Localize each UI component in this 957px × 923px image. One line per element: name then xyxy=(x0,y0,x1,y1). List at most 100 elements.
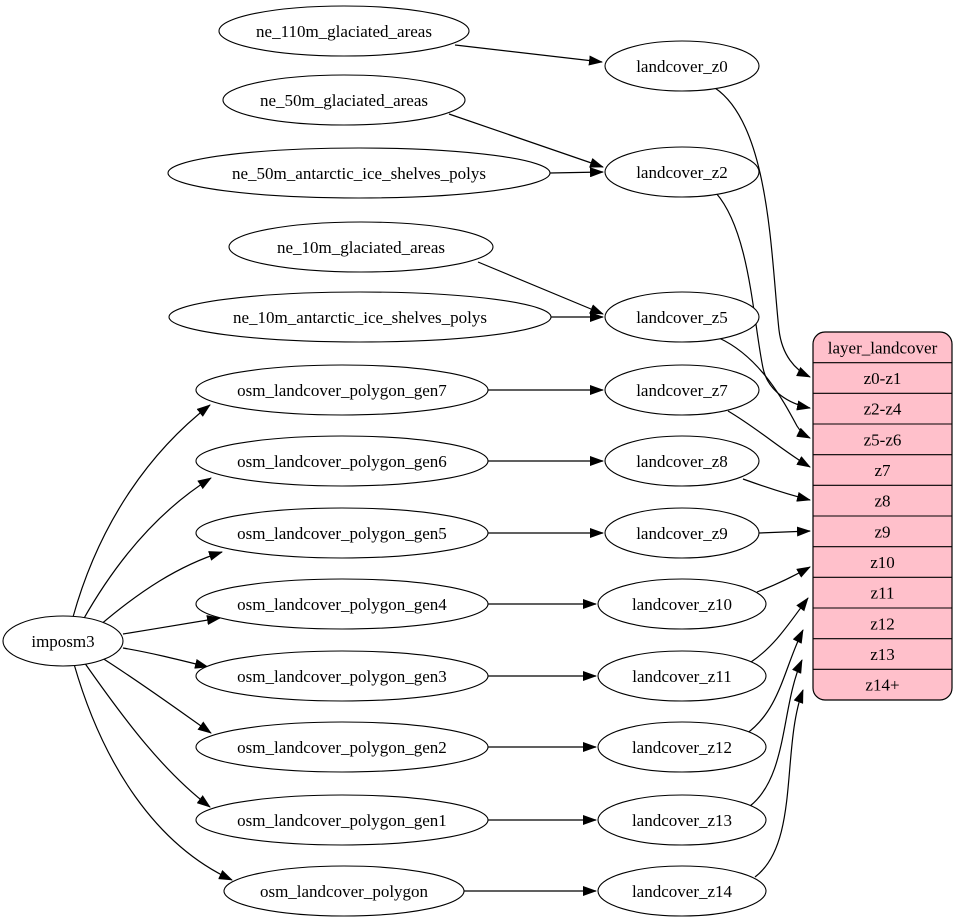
edge-landcover_z13-to-layer_landcover-z13 xyxy=(749,659,803,807)
table-row-label: z10 xyxy=(870,553,895,572)
node-label-osm_landcover_polygon_gen7: osm_landcover_polygon_gen7 xyxy=(237,381,447,400)
node-ellipse-osm_landcover_polygon_gen3 xyxy=(195,650,489,702)
node-ne_10m_antarctic_ice_shelves_polys: ne_10m_antarctic_ice_shelves_polys xyxy=(168,291,552,343)
node-osm_landcover_polygon: osm_landcover_polygon xyxy=(223,865,465,917)
node-osm_landcover_polygon_gen1: osm_landcover_polygon_gen1 xyxy=(195,794,489,846)
node-ellipse-landcover_z9 xyxy=(604,507,760,559)
node-ellipse-landcover_z10 xyxy=(597,578,767,630)
edge-landcover_z12-to-layer_landcover-z12 xyxy=(745,629,804,735)
node-ellipse-landcover_z12 xyxy=(597,721,767,773)
node-ne_50m_antarctic_ice_shelves_polys: ne_50m_antarctic_ice_shelves_polys xyxy=(167,147,551,199)
edge-landcover_z7-to-layer_landcover-z7 xyxy=(727,410,811,468)
node-landcover_z10: landcover_z10 xyxy=(597,578,767,630)
edge-ne_50m_antarctic_ice_shelves_polys-to-landcover_z2 xyxy=(549,167,604,178)
table-row-label: z7 xyxy=(874,461,891,480)
node-label-landcover_z11: landcover_z11 xyxy=(632,667,731,686)
node-ellipse-ne_50m_glaciated_areas xyxy=(222,74,466,126)
edge-imposm3-to-osm_landcover_polygon_gen5 xyxy=(98,551,223,627)
edge-imposm3-to-osm_landcover_polygon_gen2 xyxy=(98,655,212,734)
node-ellipse-landcover_z2 xyxy=(604,146,760,198)
node-osm_landcover_polygon_gen3: osm_landcover_polygon_gen3 xyxy=(195,650,489,702)
node-ellipse-landcover_z13 xyxy=(597,794,767,846)
table-row-label: z9 xyxy=(874,522,890,541)
edge-landcover_z5-to-layer_landcover-z5-z6 xyxy=(718,337,811,439)
node-label-landcover_z13: landcover_z13 xyxy=(632,811,732,830)
edge-ne_110m_glaciated_areas-to-landcover_z0 xyxy=(454,44,603,66)
table-row-label: z14+ xyxy=(865,676,899,695)
node-label-landcover_z10: landcover_z10 xyxy=(632,595,732,614)
node-label-landcover_z0: landcover_z0 xyxy=(636,57,728,76)
node-osm_landcover_polygon_gen2: osm_landcover_polygon_gen2 xyxy=(195,721,489,773)
node-ellipse-osm_landcover_polygon_gen4 xyxy=(195,578,489,630)
node-landcover_z2: landcover_z2 xyxy=(604,146,760,198)
table-row-label: z11 xyxy=(871,584,895,603)
table-row-label: z13 xyxy=(870,645,895,664)
node-ellipse-imposm3 xyxy=(2,615,124,667)
node-ellipse-osm_landcover_polygon_gen2 xyxy=(195,721,489,773)
node-ne_50m_glaciated_areas: ne_50m_glaciated_areas xyxy=(222,74,466,126)
node-ellipse-osm_landcover_polygon xyxy=(223,865,465,917)
node-label-ne_10m_glaciated_areas: ne_10m_glaciated_areas xyxy=(277,238,445,257)
node-label-osm_landcover_polygon: osm_landcover_polygon xyxy=(260,882,429,901)
node-landcover_z7: landcover_z7 xyxy=(604,364,760,416)
node-landcover_z0: landcover_z0 xyxy=(604,40,760,92)
edge-ne_50m_glaciated_areas-to-landcover_z2 xyxy=(448,113,604,168)
node-label-osm_landcover_polygon_gen1: osm_landcover_polygon_gen1 xyxy=(237,811,447,830)
node-label-ne_50m_antarctic_ice_shelves_polys: ne_50m_antarctic_ice_shelves_polys xyxy=(232,164,486,183)
node-landcover_z5: landcover_z5 xyxy=(604,291,760,343)
node-ne_10m_glaciated_areas: ne_10m_glaciated_areas xyxy=(228,221,494,273)
node-label-ne_110m_glaciated_areas: ne_110m_glaciated_areas xyxy=(256,22,432,41)
edge-imposm3-to-osm_landcover_polygon xyxy=(73,663,233,881)
table-row-label: z8 xyxy=(874,492,890,511)
edge-imposm3-to-osm_landcover_polygon_gen4 xyxy=(122,615,221,635)
node-ellipse-landcover_z5 xyxy=(604,291,760,343)
node-ne_110m_glaciated_areas: ne_110m_glaciated_areas xyxy=(218,5,470,57)
node-ellipse-landcover_z14 xyxy=(597,865,767,917)
edges-layer xyxy=(72,44,811,896)
node-ellipse-osm_landcover_polygon_gen6 xyxy=(195,435,489,487)
node-label-landcover_z5: landcover_z5 xyxy=(636,308,728,327)
node-osm_landcover_polygon_gen4: osm_landcover_polygon_gen4 xyxy=(195,578,489,630)
node-label-osm_landcover_polygon_gen5: osm_landcover_polygon_gen5 xyxy=(237,524,447,543)
node-osm_landcover_polygon_gen7: osm_landcover_polygon_gen7 xyxy=(195,364,489,416)
edge-landcover_z14-to-layer_landcover-z14+ xyxy=(754,689,804,878)
node-osm_landcover_polygon_gen5: osm_landcover_polygon_gen5 xyxy=(195,507,489,559)
edge-landcover_z8-to-layer_landcover-z8 xyxy=(742,478,811,502)
node-ellipse-ne_110m_glaciated_areas xyxy=(218,5,470,57)
edge-imposm3-to-osm_landcover_polygon_gen3 xyxy=(122,647,209,669)
node-landcover_z13: landcover_z13 xyxy=(597,794,767,846)
node-landcover_z11: landcover_z11 xyxy=(597,650,767,702)
node-label-landcover_z8: landcover_z8 xyxy=(636,452,728,471)
edge-landcover_z11-to-layer_landcover-z11 xyxy=(750,597,809,663)
edge-landcover_z0-to-layer_landcover-z0-z1 xyxy=(714,87,811,378)
edge-imposm3-to-osm_landcover_polygon_gen7 xyxy=(72,404,211,618)
edge-landcover_z2-to-layer_landcover-z2-z4 xyxy=(715,192,811,411)
table-layer_landcover: layer_landcoverz0-z1z2-z4z5-z6z7z8z9z10z… xyxy=(812,331,953,701)
node-ellipse-landcover_z8 xyxy=(604,435,760,487)
edge-imposm3-to-osm_landcover_polygon_gen1 xyxy=(83,661,211,808)
node-label-landcover_z9: landcover_z9 xyxy=(636,524,728,543)
edge-ne_10m_glaciated_areas-to-landcover_z5 xyxy=(477,261,604,315)
node-ellipse-landcover_z0 xyxy=(604,40,760,92)
node-landcover_z12: landcover_z12 xyxy=(597,721,767,773)
node-osm_landcover_polygon_gen6: osm_landcover_polygon_gen6 xyxy=(195,435,489,487)
table-title: layer_landcover xyxy=(828,338,938,357)
node-label-landcover_z14: landcover_z14 xyxy=(632,882,733,901)
node-label-osm_landcover_polygon_gen2: osm_landcover_polygon_gen2 xyxy=(237,738,447,757)
node-label-ne_10m_antarctic_ice_shelves_polys: ne_10m_antarctic_ice_shelves_polys xyxy=(233,308,487,327)
node-ellipse-ne_10m_antarctic_ice_shelves_polys xyxy=(168,291,552,343)
node-label-landcover_z2: landcover_z2 xyxy=(636,163,728,182)
node-landcover_z8: landcover_z8 xyxy=(604,435,760,487)
node-label-osm_landcover_polygon_gen6: osm_landcover_polygon_gen6 xyxy=(237,452,447,471)
node-landcover_z14: landcover_z14 xyxy=(597,865,767,917)
node-label-osm_landcover_polygon_gen3: osm_landcover_polygon_gen3 xyxy=(237,667,447,686)
edge-landcover_z10-to-layer_landcover-z10 xyxy=(756,566,811,593)
edge-landcover_z9-to-layer_landcover-z9 xyxy=(758,526,811,537)
edge-imposm3-to-osm_landcover_polygon_gen6 xyxy=(82,477,212,621)
table-layer: layer_landcoverz0-z1z2-z4z5-z6z7z8z9z10z… xyxy=(812,331,953,701)
node-label-imposm3: imposm3 xyxy=(31,632,94,651)
node-label-ne_50m_glaciated_areas: ne_50m_glaciated_areas xyxy=(260,91,428,110)
node-imposm3: imposm3 xyxy=(2,615,124,667)
